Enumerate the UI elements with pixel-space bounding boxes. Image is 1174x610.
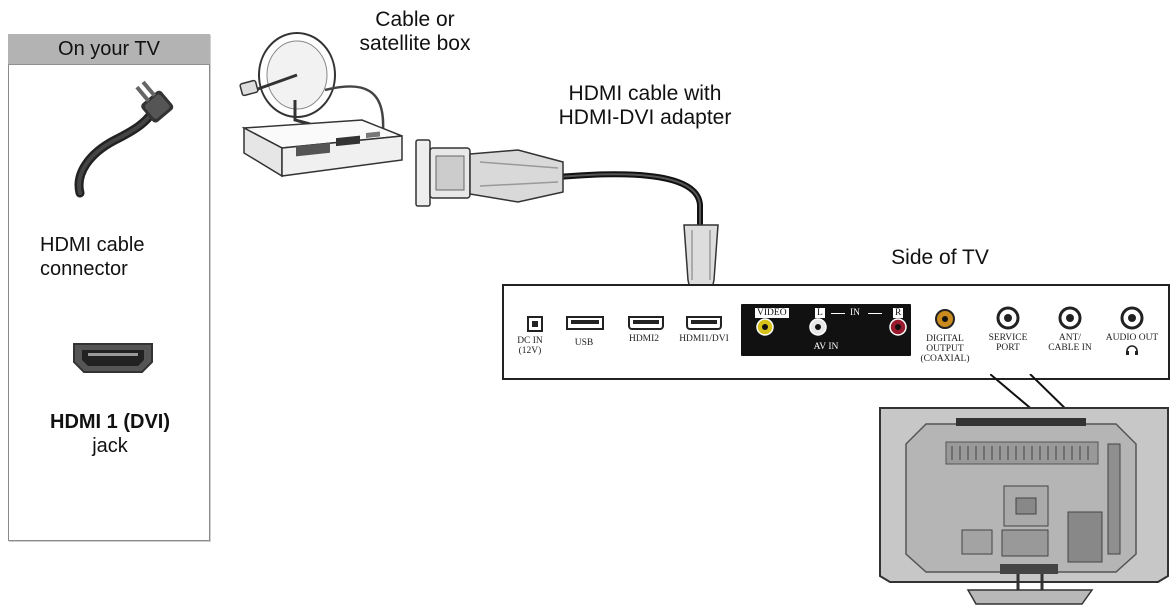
in-dash-left	[831, 313, 845, 314]
digital-output-label: DIGITAL OUTPUT (COAXIAL)	[920, 334, 970, 364]
hdmi-dvi-cable-icon	[415, 139, 719, 315]
cable-box-icon	[242, 119, 403, 178]
cable-connector-label: HDMI cable connector	[40, 234, 145, 280]
ant-cable-in-label: ANT/ CABLE IN	[1048, 333, 1092, 353]
hdmi1-dvi-label: HDMI1/DVI	[679, 334, 729, 344]
left-audio-label: L	[815, 308, 825, 318]
audio-out-label: AUDIO OUT	[1105, 333, 1159, 343]
ant-cable-in-jack	[1058, 306, 1082, 330]
av-in-label: AV IN	[813, 342, 839, 352]
hdmi-cable-label: HDMI cable with HDMI-DVI adapter	[558, 82, 732, 129]
digital-output-jack	[935, 309, 955, 329]
cable-box-label: Cable or satellite box	[359, 8, 471, 55]
dc-in-label: DC IN (12V)	[517, 336, 543, 356]
hdmi2-label: HDMI2	[628, 334, 660, 344]
right-audio-label: R	[893, 308, 904, 318]
audio-out-jack	[1120, 306, 1144, 330]
video-label: VIDEO	[755, 308, 789, 318]
dc-in-port	[527, 316, 543, 332]
av-jacks	[756, 318, 907, 336]
service-port-label: SERVICE PORT	[988, 333, 1028, 353]
usb-label: USB	[574, 338, 594, 348]
in-dash-right	[868, 313, 882, 314]
satellite-dish-icon	[239, 32, 385, 131]
hdmi1-jack-label: HDMI 1 (DVI) jack	[50, 411, 170, 457]
hdmi2-port	[628, 316, 664, 330]
in-label: IN	[850, 308, 861, 318]
hdmi1-dvi-port	[686, 316, 722, 330]
hdmi-jack-icon	[73, 343, 153, 373]
legend-title: On your TV	[8, 34, 210, 65]
service-port-jack	[996, 306, 1020, 330]
side-of-tv-label: Side of TV	[891, 246, 989, 269]
usb-port	[566, 316, 604, 330]
legend-panel	[8, 34, 210, 541]
tv-rear-view	[879, 407, 1169, 605]
hdmi-cable-connector-icon	[74, 80, 174, 198]
headphone-icon	[1126, 345, 1138, 355]
